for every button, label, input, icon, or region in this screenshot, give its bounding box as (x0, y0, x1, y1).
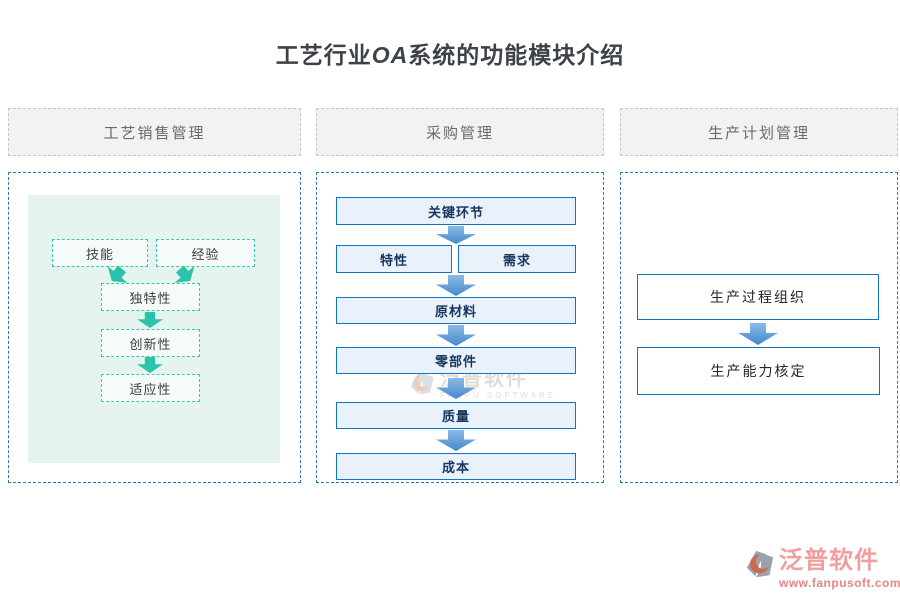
node-parts: 零部件 (336, 347, 576, 374)
footer-logo[interactable]: 泛普软件 www.fanpusoft.com (744, 548, 900, 590)
header-purchase-management: 采购管理 (316, 108, 604, 156)
node-adaptability: 适应性 (101, 374, 200, 402)
node-skill: 技能 (52, 239, 148, 267)
panel-purchase (316, 172, 604, 483)
watermark-brand-en: FANPU SOFTWARE (440, 391, 556, 400)
footer-brand: 泛普软件 (779, 547, 879, 574)
header-production-plan-management: 生产计划管理 (620, 108, 898, 156)
node-innovation: 创新性 (101, 329, 200, 357)
page-title-part3: 系统的功能模块介绍 (408, 42, 625, 68)
node-quality: 质量 (336, 402, 576, 429)
footer-website-link[interactable]: www.fanpusoft.com (779, 576, 900, 590)
fanpu-logo-icon (410, 371, 434, 395)
node-raw-material: 原材料 (336, 297, 576, 324)
panel-production (620, 172, 898, 483)
node-cost: 成本 (336, 453, 576, 480)
node-capacity-check: 生产能力核定 (637, 347, 880, 395)
node-key-link: 关键环节 (336, 197, 576, 225)
page-title-part1: 工艺行业 (275, 42, 372, 68)
header-sales-management: 工艺销售管理 (8, 108, 301, 156)
node-uniqueness: 独特性 (101, 283, 200, 311)
page-title: 工艺行业OA系统的功能模块介绍 (0, 36, 900, 70)
node-demand: 需求 (458, 245, 576, 273)
node-characteristic: 特性 (336, 245, 452, 273)
panel-sales (8, 172, 301, 483)
fanpu-logo-icon (746, 550, 774, 578)
node-experience: 经验 (156, 239, 255, 267)
page-title-oa: OA (371, 42, 409, 68)
node-process-organization: 生产过程组织 (637, 274, 879, 320)
